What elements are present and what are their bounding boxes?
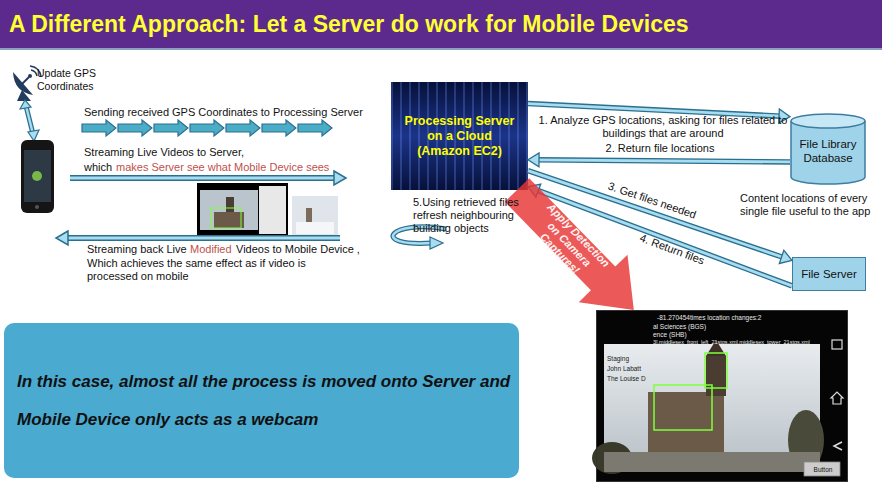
camera-capture <box>654 385 712 430</box>
gps-link-arrow <box>28 130 39 141</box>
camera-screenshot: -81.270454times location changes:2al Sci… <box>596 310 848 482</box>
satellite-icon <box>13 66 41 101</box>
edge-label: 3. Get files needed <box>593 175 711 226</box>
detection-label: Apply Detection on Camera Captures! <box>520 195 618 294</box>
note-box: In this case, almost all the process is … <box>4 323 519 478</box>
flow-label-highlight: makes Server see what Mobile Device sees <box>116 161 329 174</box>
gps-send-arrows <box>298 120 332 136</box>
place-name: John Labatt <box>607 365 687 373</box>
file-server-box: File Server <box>792 257 866 291</box>
mobile-phone <box>35 205 39 209</box>
detection-arrow <box>505 178 634 310</box>
gps-send-arrows <box>226 120 260 136</box>
camera-capture <box>831 392 843 404</box>
gps-link-arrow <box>20 100 39 141</box>
flow-label: Streaming Live Videos to Server, <box>84 146 244 159</box>
connector-core <box>537 160 790 162</box>
gps-link-arrow <box>26 106 33 134</box>
server-label: Processing Server on a Cloud (Amazon EC2… <box>400 114 520 159</box>
slide-title: A Different Approach: Let a Server do wo… <box>9 10 689 38</box>
camera-capture <box>604 452 820 472</box>
database-label: File Library Database <box>790 137 866 165</box>
flow-label: Videos to Mobile Device , <box>236 243 360 256</box>
video-up-arrow <box>70 171 346 185</box>
camera-capture <box>804 462 840 476</box>
gps-send-arrows <box>82 120 116 136</box>
debug-text: 3],middlesex_front_left_21stgs.xml,middl… <box>653 339 845 346</box>
detection-arrow-body <box>505 178 634 310</box>
edge-label: 4. Return files <box>623 225 721 272</box>
video-up-arrow <box>70 175 336 181</box>
refresh-loop-arrow <box>430 237 443 249</box>
debug-text: al Sciences (BGS) <box>653 323 841 331</box>
video-thumbnails <box>296 222 334 234</box>
camera-capture <box>592 310 848 482</box>
gps-send-arrows <box>262 120 296 136</box>
arrow-head <box>528 153 539 167</box>
gps-send-arrows <box>190 120 224 136</box>
gps-send-arrows <box>118 120 152 136</box>
debug-text: -81.270454times location changes:2 <box>657 314 845 322</box>
file-server-label: File Server <box>801 268 857 280</box>
flow-label: which <box>84 161 112 174</box>
video-thumbnails <box>292 196 338 236</box>
video-up-arrow <box>334 171 346 185</box>
gps-send-arrows <box>82 120 332 136</box>
button-label: Button <box>805 466 841 474</box>
edge-label: 1. Analyze GPS locations, asking for fil… <box>532 114 794 140</box>
database-note: Content locations of every single file u… <box>740 192 882 218</box>
camera-capture <box>596 310 848 482</box>
video-up-arrow <box>70 177 336 180</box>
camera-capture <box>604 344 820 472</box>
satellite-icon <box>17 90 31 101</box>
arrow-head <box>779 250 792 263</box>
place-name: Staging <box>607 355 687 363</box>
flow-label-highlight: Modified <box>190 243 232 256</box>
camera-capture <box>706 356 726 396</box>
camera-capture <box>832 340 842 349</box>
edge-label: 2. Return file locations <box>580 142 740 155</box>
camera-capture <box>834 442 842 450</box>
flow-connector <box>528 153 790 167</box>
gps-link-arrow <box>20 100 31 109</box>
cylinder-top <box>791 114 865 128</box>
video-thumbnails <box>211 208 241 228</box>
loop-label: 5.Using retrieved files refresh neighbou… <box>413 196 531 235</box>
video-thumbnails <box>197 183 338 237</box>
mobile-phone <box>21 140 54 213</box>
flow-label: Streaming back Live <box>87 243 187 256</box>
satellite-icon <box>28 74 32 78</box>
mobile-phone <box>24 150 51 202</box>
gps-link-arrow <box>26 106 33 134</box>
connector-outline <box>537 160 790 162</box>
video-thumbnails <box>200 190 258 230</box>
video-thumbnails <box>259 186 286 234</box>
place-name: The Louise D <box>607 375 687 383</box>
video-down-arrow <box>66 235 340 241</box>
video-thumbnails <box>214 212 244 228</box>
camera-capture <box>705 353 727 388</box>
note-text: In this case, almost all the process is … <box>17 363 511 439</box>
video-down-arrow <box>56 231 340 245</box>
video-down-arrow <box>56 231 68 245</box>
mobile-phone <box>21 140 54 213</box>
debug-text: ence (SHB) <box>653 331 841 339</box>
processing-server: Processing Server on a Cloud (Amazon EC2… <box>391 82 528 190</box>
mobile-phone <box>32 171 42 181</box>
flow-label: Which achieves the same effect as if vid… <box>87 257 327 283</box>
title-bar: A Different Approach: Let a Server do wo… <box>0 0 882 48</box>
database-cylinder: File Library Database <box>790 113 866 185</box>
gps-send-arrows <box>154 120 188 136</box>
video-thumbnails <box>197 183 288 237</box>
video-down-arrow <box>66 237 340 240</box>
cylinder-body <box>791 121 865 184</box>
flow-label: Sending received GPS Coordinates to Proc… <box>84 106 363 119</box>
satellite-label: Update GPS Coordinates <box>37 67 99 93</box>
satellite-icon <box>20 77 29 86</box>
